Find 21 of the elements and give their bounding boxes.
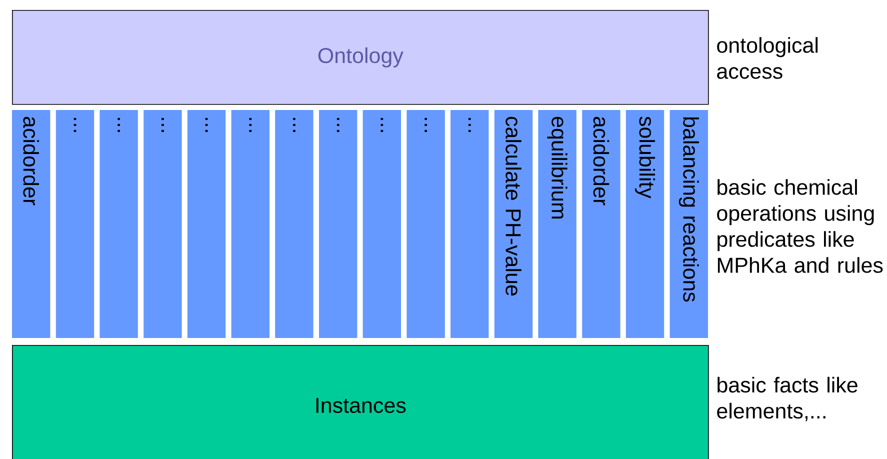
operation-column: equilibrium <box>538 110 576 338</box>
operation-column: balancing reactions <box>670 110 708 338</box>
operation-column: ... <box>231 110 270 338</box>
layer-box: Ontology <box>12 10 709 105</box>
side-note: basic chemical operations using predicates like MPhKa and rules <box>717 179 883 273</box>
side-note: basic facts like elements,... <box>717 376 858 422</box>
operation-column: acidorder <box>12 110 50 338</box>
operation-column: ... <box>187 110 226 338</box>
operation-column: ... <box>450 110 489 338</box>
side-note: ontological access <box>717 37 818 79</box>
operation-column: calculate PH-value <box>494 110 533 338</box>
layer-box: Instances <box>12 345 709 459</box>
operation-column: solubility <box>626 110 664 338</box>
operation-column: ... <box>144 110 182 338</box>
operation-column: ... <box>56 110 94 338</box>
operation-column: acidorder <box>582 110 620 338</box>
operation-column: ... <box>362 110 401 338</box>
operation-column: ... <box>275 110 314 338</box>
operation-column: ... <box>406 110 445 338</box>
operation-column: ... <box>319 110 358 338</box>
operation-column: ... <box>100 110 138 338</box>
